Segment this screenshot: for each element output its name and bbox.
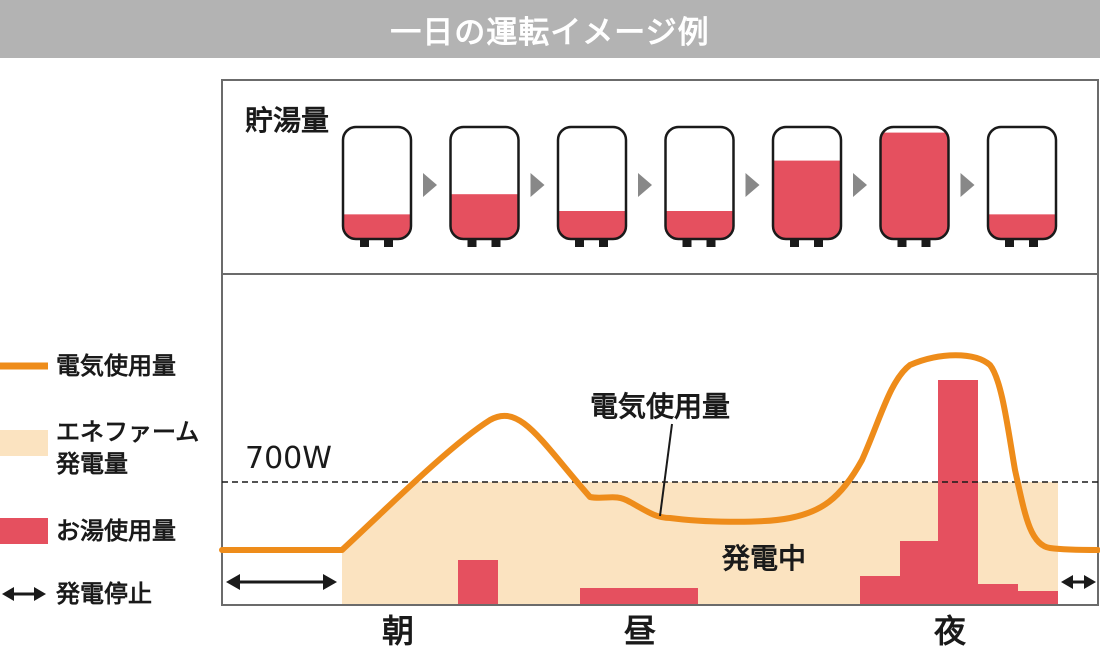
tank-water-level xyxy=(558,211,626,239)
tank-arrow xyxy=(960,173,975,197)
tank-water-level xyxy=(988,214,1056,239)
tank-foot xyxy=(814,237,823,247)
tank-water-level xyxy=(773,160,841,239)
legend-electricity-label: 電気使用量 xyxy=(56,352,176,380)
tank-arrow xyxy=(638,173,652,197)
tank-arrow xyxy=(530,173,545,197)
tank-foot xyxy=(467,237,477,247)
legend-enefarm-swatch xyxy=(0,430,48,456)
tank-foot xyxy=(599,237,608,247)
hotwater-bars xyxy=(458,380,1058,604)
tank-foot xyxy=(575,237,584,247)
storage-tank xyxy=(771,125,843,247)
storage-tank xyxy=(986,125,1058,247)
tank-outline xyxy=(341,125,413,241)
storage-tank xyxy=(449,125,520,247)
page-title: 一日の運転イメージ例 xyxy=(390,14,710,51)
hotwater-bar-noon xyxy=(580,588,698,604)
tank-arrow xyxy=(853,173,867,197)
storage-tank xyxy=(664,125,735,247)
electricity-usage-line xyxy=(219,352,1100,553)
legend-hotwater-swatch xyxy=(0,518,48,544)
tank-outline xyxy=(771,125,843,241)
tank-foot xyxy=(897,237,907,247)
tank-water-level xyxy=(343,214,411,239)
time-label-night: 夜 xyxy=(933,612,967,650)
tank-foot xyxy=(360,237,369,247)
storage-label: 貯湯量 xyxy=(245,104,329,137)
tank-row xyxy=(341,125,1058,247)
legend-stop-label: 発電停止 xyxy=(56,580,152,608)
tank-body xyxy=(343,127,411,239)
tank-foot xyxy=(1005,237,1014,247)
hotwater-bar-morning xyxy=(458,560,498,604)
tank-arrow xyxy=(423,173,437,197)
tank-water-level xyxy=(880,132,949,239)
stop-arrow-right xyxy=(1061,575,1096,589)
legend-hotwater-label: お湯使用量 xyxy=(56,517,176,545)
tank-foot xyxy=(706,237,716,247)
generating-label: 発電中 xyxy=(721,542,806,575)
storage-tank xyxy=(341,125,413,247)
tank-outline xyxy=(664,125,735,241)
hotwater-bar-night xyxy=(860,380,1058,604)
tank-outline xyxy=(879,125,950,241)
time-label-morning: 朝 xyxy=(382,612,414,650)
stop-arrow-left xyxy=(226,574,337,590)
tank-outline xyxy=(449,125,520,241)
time-label-noon: 昼 xyxy=(624,612,656,650)
tank-arrow xyxy=(745,173,760,197)
threshold-label: 700W xyxy=(245,441,332,476)
tank-outline xyxy=(556,125,628,241)
legend-enefarm-label-2: 発電量 xyxy=(56,450,128,478)
tank-water-level xyxy=(450,194,519,239)
tank-foot xyxy=(1029,237,1038,247)
title-bar: 一日の運転イメージ例 xyxy=(0,0,1100,58)
tank-water-level xyxy=(665,211,734,239)
tank-foot xyxy=(790,237,799,247)
legend-stop-arrow xyxy=(2,587,46,601)
tank-outline xyxy=(986,125,1058,241)
enefarm-generation-area xyxy=(342,482,1058,604)
storage-tank xyxy=(556,125,628,247)
tank-foot xyxy=(682,237,692,247)
chart-panel xyxy=(221,273,1099,606)
tank-foot xyxy=(921,237,931,247)
legend-enefarm-label-1: エネファーム xyxy=(56,418,200,446)
tank-body xyxy=(988,127,1056,239)
tank-foot xyxy=(491,237,501,247)
tank-foot xyxy=(384,237,393,247)
callout-label: 電気使用量 xyxy=(590,390,730,423)
storage-tank xyxy=(879,125,950,247)
callout-leader xyxy=(659,423,673,517)
